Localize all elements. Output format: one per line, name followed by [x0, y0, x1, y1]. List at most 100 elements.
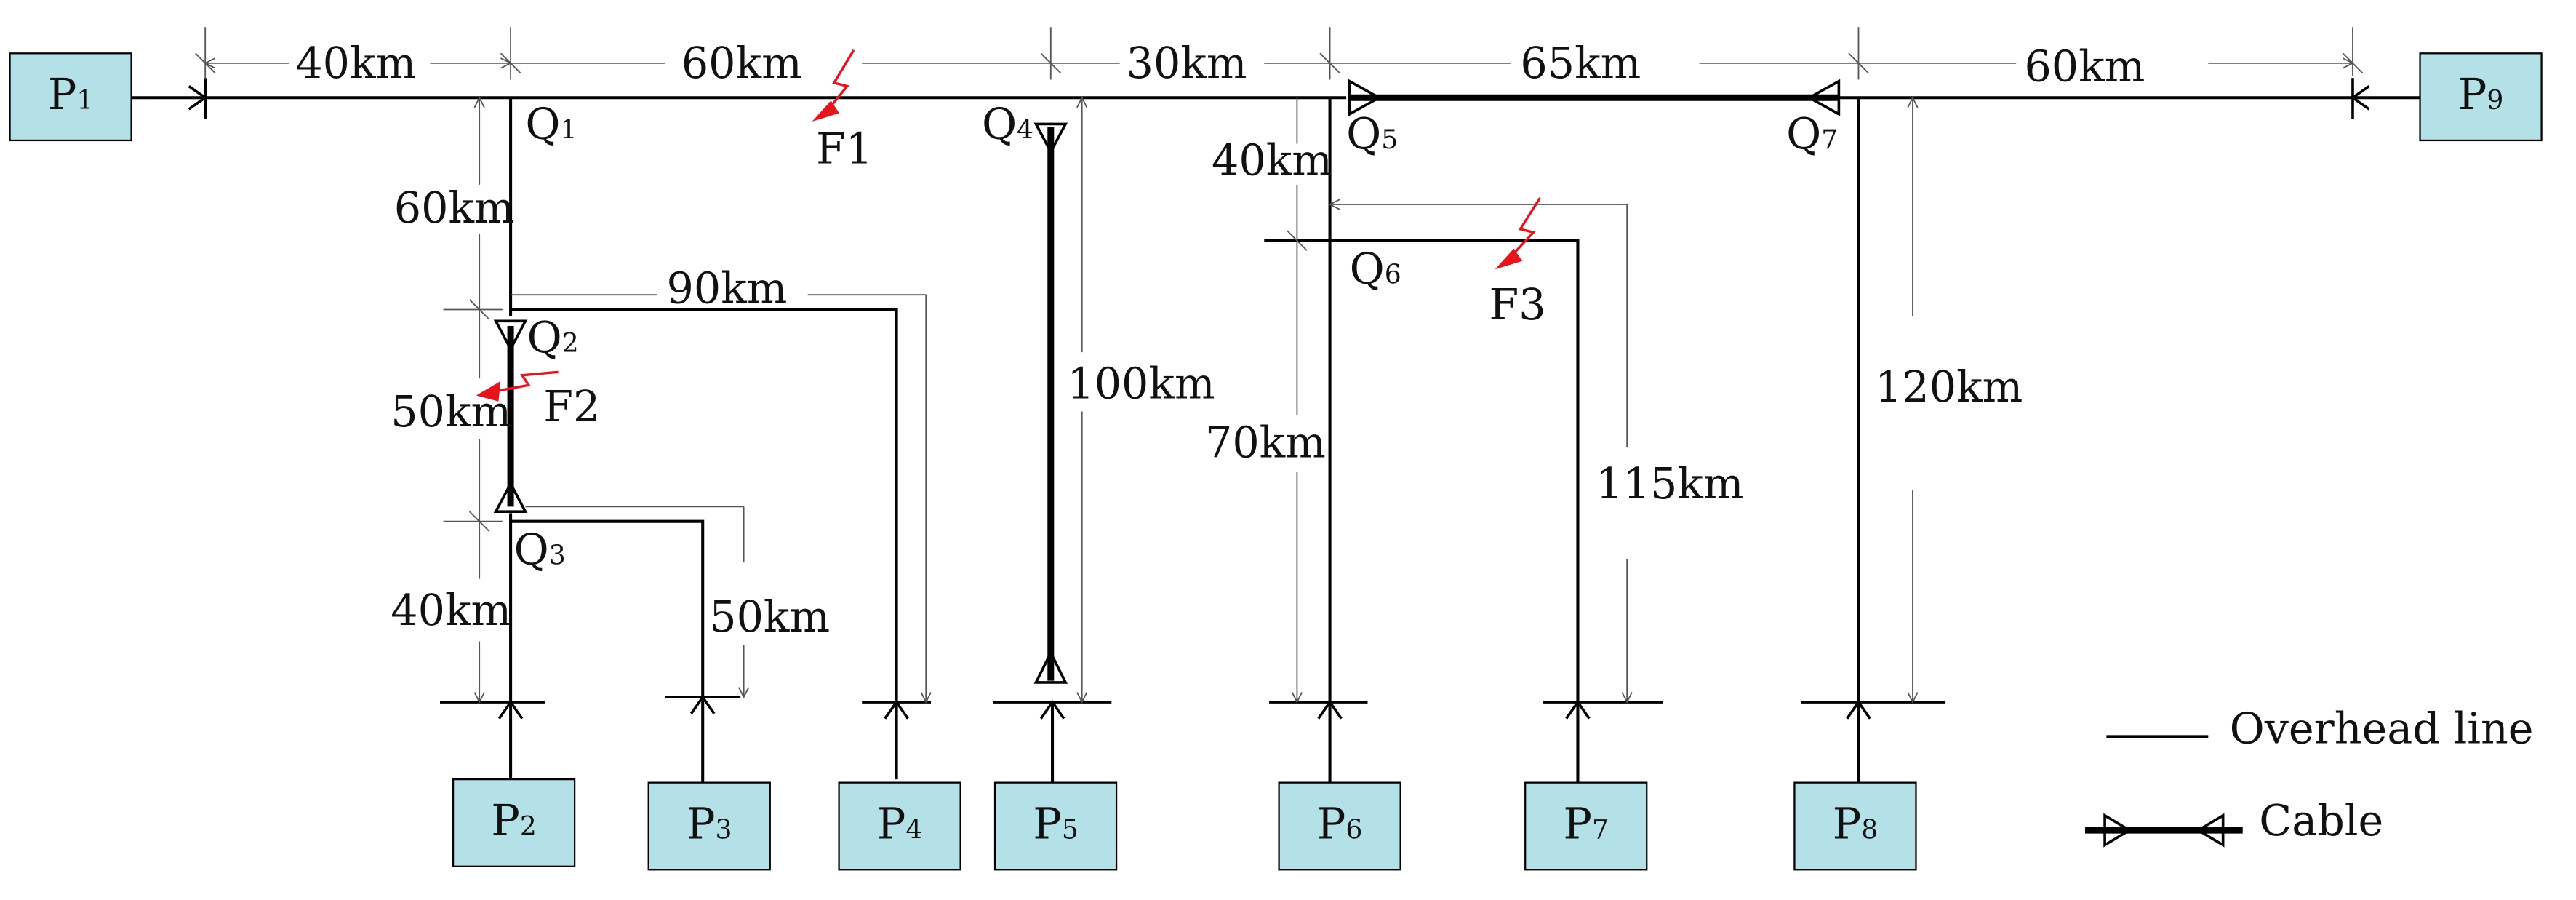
legend-cable-swatch — [2085, 813, 2243, 848]
arr-9 — [1076, 692, 1088, 704]
distance-q2-p4: 90km — [667, 263, 788, 313]
arr-13 — [1907, 96, 1919, 108]
junction-q3-label: Q3 — [514, 525, 566, 574]
source-p1-box — [9, 52, 132, 142]
source-p3-box — [647, 781, 771, 871]
source-p8-box — [1793, 781, 1917, 871]
overhead-lines — [131, 96, 2422, 783]
bar-arrow-p2 — [497, 699, 524, 720]
arr-12 — [1328, 199, 1340, 210]
junction-q6-label: Q6 — [1350, 244, 1401, 293]
fault-f1-icon — [812, 49, 855, 122]
fault-f2-icon — [476, 370, 559, 402]
dimension-lines — [195, 27, 2364, 703]
source-p7-label: P7 — [1563, 799, 1608, 848]
source-p5-box — [993, 781, 1118, 871]
bar-arrow-p6 — [1317, 699, 1343, 720]
fault-labels: F1 F2 F3 — [543, 124, 1545, 431]
tick-top-q5 — [1319, 52, 1340, 74]
bar-arrow-p4 — [884, 699, 909, 720]
source-p5: P5 — [993, 781, 1118, 871]
distance-q2-q3: 50km — [391, 387, 511, 437]
junction-q4-label: Q4 — [982, 100, 1033, 149]
source-p6-label: P6 — [1317, 799, 1362, 848]
source-p8: P8 — [1793, 781, 1917, 871]
distance-q4-p5: 100km — [1067, 359, 1215, 408]
bar-arrow-p1 — [188, 84, 208, 111]
source-p5-label: P5 — [1033, 799, 1078, 848]
arr-10 — [1291, 692, 1303, 704]
fault-f3-icon — [1495, 197, 1541, 270]
tick-q2-left — [469, 299, 490, 320]
arr-2 — [500, 57, 513, 69]
junction-q7-label: Q7 — [1786, 109, 1838, 159]
source-p7-box — [1524, 781, 1648, 871]
arr-5 — [473, 692, 485, 704]
legend: Overhead line Cable — [2085, 704, 2534, 848]
source-p4: P4 — [838, 781, 961, 871]
bar-arrow-p7 — [1565, 699, 1591, 720]
junction-q2-label: Q2 — [527, 313, 579, 362]
bar-arrow-p9 — [2350, 84, 2370, 111]
distance-q7-p9: 60km — [2024, 42, 2145, 92]
cable-end-q5 — [1348, 79, 1383, 116]
source-boxes: P1 P2 P3 P4 P5 P6 P7 P8 — [9, 52, 2543, 871]
distance-q3-p2: 40km — [391, 586, 511, 635]
bar-arrow-p8 — [1846, 699, 1871, 720]
source-p9: P9 — [2419, 52, 2543, 142]
distance-labels: 40km 60km 30km 65km 60km 60km 90km 50km … — [295, 39, 2145, 642]
source-p4-label: P4 — [877, 799, 922, 848]
source-p3-label: P3 — [687, 799, 732, 848]
source-p2-label: P2 — [491, 796, 536, 845]
cables — [507, 94, 1839, 681]
tick-q3-left — [469, 511, 490, 532]
arr-14 — [1907, 692, 1919, 704]
source-p9-box — [2419, 52, 2543, 142]
legend-cable-label: Cable — [2259, 796, 2383, 845]
arr-6 — [920, 692, 932, 704]
source-p7: P7 — [1524, 781, 1648, 871]
cable-end-q3 — [493, 480, 528, 513]
distance-q7-p8: 120km — [1875, 362, 2023, 412]
cable-end-q4 — [1033, 122, 1068, 155]
source-p8-label: P8 — [1833, 799, 1878, 848]
distance-p1-q1: 40km — [295, 39, 416, 88]
junction-q5-label: Q5 — [1346, 109, 1398, 159]
junction-q1-label: Q1 — [525, 100, 577, 149]
source-p9-label: P9 — [2458, 70, 2503, 119]
source-p6: P6 — [1278, 781, 1401, 871]
wire-q2-p4 — [511, 308, 898, 780]
legend-overhead-label: Overhead line — [2230, 704, 2534, 753]
fault-symbols — [476, 49, 1541, 402]
source-p4-box — [838, 781, 961, 871]
source-p6-box — [1278, 781, 1401, 871]
distance-q6-p7: 115km — [1596, 459, 1743, 509]
distance-q1-q4: 60km — [681, 39, 802, 88]
fault-f3-label: F3 — [1489, 280, 1546, 330]
distance-q6-p6: 70km — [1205, 418, 1326, 468]
arr-7 — [738, 687, 750, 699]
source-p1-label: P1 — [48, 70, 93, 119]
bar-arrow-p5 — [1039, 699, 1065, 720]
source-p2: P2 — [452, 778, 576, 867]
source-p1: P1 — [9, 52, 132, 142]
arr-11 — [1621, 692, 1633, 704]
arr-1 — [204, 57, 216, 69]
cable-end-q7 — [1807, 79, 1841, 116]
arr-4 — [473, 96, 485, 108]
bar-arrow-p3 — [689, 695, 716, 714]
cable-end-p5 — [1033, 650, 1068, 684]
distance-q4-q5: 30km — [1127, 39, 1247, 88]
tick-top-q7 — [1848, 52, 1869, 74]
distance-q5-q6: 40km — [1212, 135, 1332, 185]
cable-end-q2 — [493, 319, 528, 352]
distance-q3-p3: 50km — [709, 592, 830, 642]
dimension-arrows — [204, 57, 2355, 704]
arr-3 — [2343, 57, 2355, 69]
source-p3: P3 — [647, 781, 771, 871]
tick-q6 — [1287, 230, 1308, 251]
tick-top-q4 — [1040, 52, 1061, 74]
wire-q6-p7 — [1329, 239, 1580, 783]
arr-8 — [1076, 96, 1088, 108]
